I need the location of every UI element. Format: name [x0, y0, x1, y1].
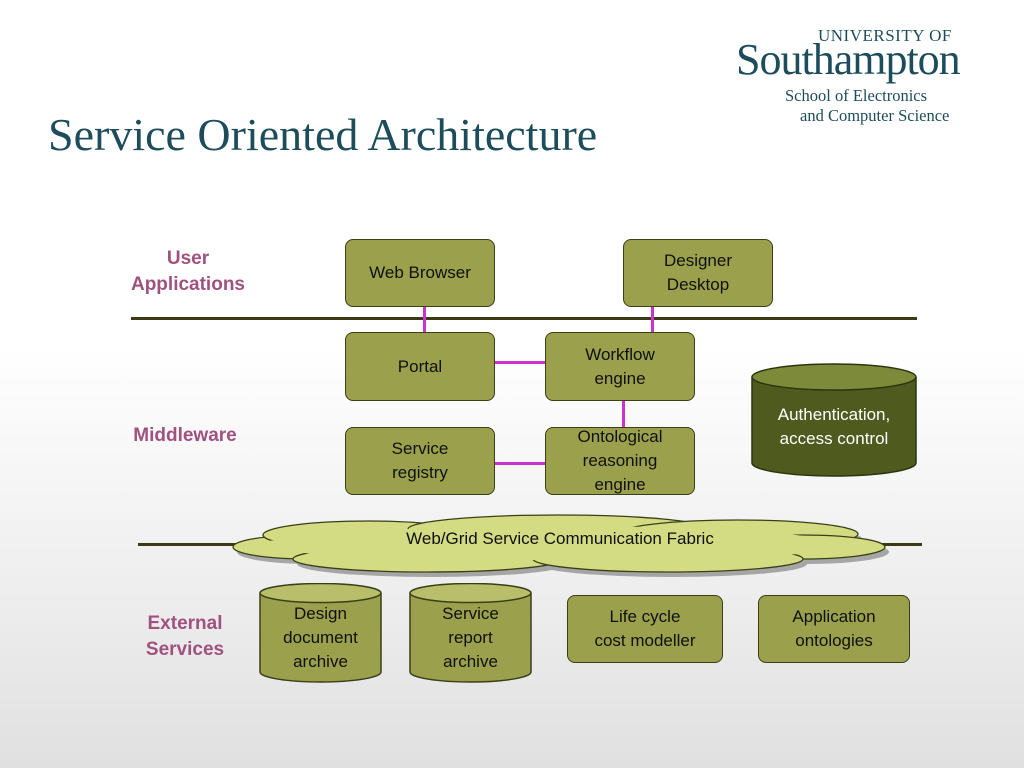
authentication-cylinder-shape: [751, 363, 917, 477]
ontological-reasoning-engine-box: Ontological reasoning engine: [545, 427, 695, 495]
connector-browser-portal: [423, 306, 426, 332]
service-report-archive: Service report archive: [409, 582, 532, 683]
authentication-label: Authentication, access control: [777, 405, 891, 448]
workflow-engine-box: Workflow engine: [545, 332, 695, 401]
authentication-database: Authentication, access control: [751, 363, 917, 477]
service-report-label: Service report archive: [442, 604, 499, 671]
connector-portal-workflow: [494, 361, 545, 364]
portal-box: Portal: [345, 332, 495, 401]
service-registry-box: Service registry: [345, 427, 495, 495]
design-archive-label: Design document archive: [283, 604, 358, 671]
communication-fabric-cloud: Web/Grid Service Communication Fabric: [228, 512, 892, 582]
design-document-archive: Design document archive: [259, 582, 382, 683]
layer-label-middleware: Middleware: [133, 425, 237, 446]
logo-university-name: Southampton: [736, 35, 961, 84]
service-report-cylinder-shape: [409, 582, 532, 683]
logo-school-line1: School of Electronics: [785, 86, 928, 105]
connector-designer-workflow: [651, 306, 654, 332]
fabric-label: Web/Grid Service Communication Fabric: [406, 529, 714, 548]
cloud-shape: [232, 514, 889, 577]
layer-label-external-services: External Services: [145, 613, 225, 660]
layer-label-user-applications: User Applications: [130, 248, 245, 295]
web-browser-box: Web Browser: [345, 239, 495, 307]
page-title: Service Oriented Architecture: [48, 109, 598, 160]
user-layer-separator: [131, 317, 917, 320]
design-archive-cylinder-shape: [259, 582, 382, 683]
university-logo: UNIVERSITY OF Southampton School of Elec…: [730, 22, 990, 132]
logo-school-line2: and Computer Science: [800, 106, 950, 125]
connector-registry-ontological: [494, 462, 545, 465]
life-cycle-cost-modeller-box: Life cycle cost modeller: [567, 595, 723, 663]
application-ontologies-box: Application ontologies: [758, 595, 910, 663]
logo-university-of: UNIVERSITY OF: [818, 26, 952, 45]
connector-workflow-ontological: [622, 400, 625, 427]
designer-desktop-box: Designer Desktop: [623, 239, 773, 307]
